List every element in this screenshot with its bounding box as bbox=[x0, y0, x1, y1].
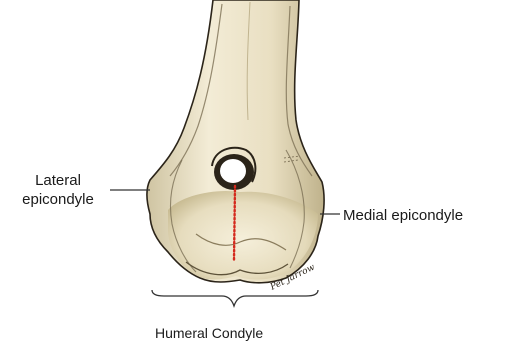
lateral-label-line1: Lateral bbox=[6, 171, 110, 190]
humeral-condyle-label: Humeral Condyle bbox=[155, 324, 263, 342]
lateral-label-line2: epicondyle bbox=[6, 190, 110, 209]
condyle-brace bbox=[152, 290, 318, 306]
fossa-opening bbox=[220, 159, 246, 183]
lateral-epicondyle-label: Lateral epicondyle bbox=[6, 171, 110, 209]
medial-epicondyle-label: Medial epicondyle bbox=[343, 206, 463, 225]
